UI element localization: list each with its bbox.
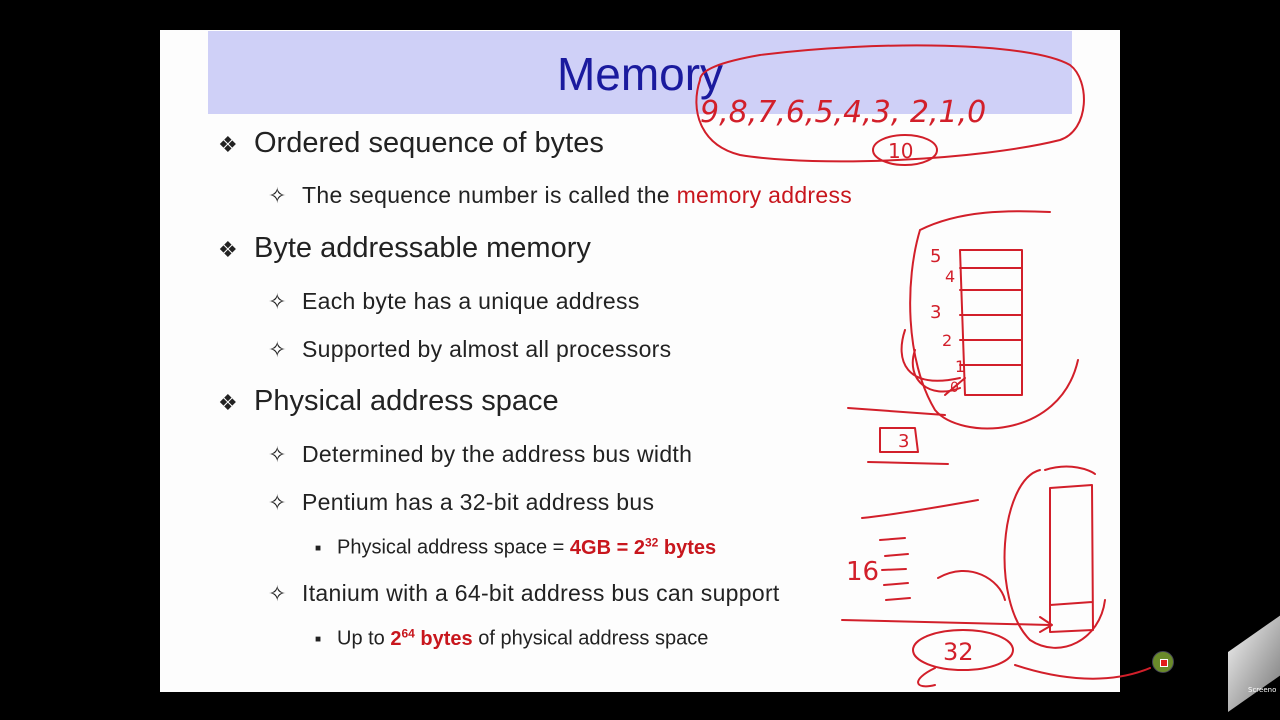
star-bullet-icon: ✧ <box>268 490 287 515</box>
square-bullet-icon: ■ <box>315 633 322 645</box>
bullet-supported: ✧Supported by almost all processors <box>268 336 672 362</box>
bullet-memory-address: ✧The sequence number is called the memor… <box>268 182 853 208</box>
slide-title: Memory <box>556 48 724 100</box>
star-bullet-icon: ✧ <box>268 183 287 208</box>
diamond-bullet-icon: ❖ <box>218 237 238 262</box>
bullet-pentium-space: ■Physical address space = 4GB = 232 byte… <box>315 535 717 559</box>
star-bullet-icon: ✧ <box>268 289 287 314</box>
bullet-bus-width: ✧Determined by the address bus width <box>268 441 693 467</box>
star-bullet-icon: ✧ <box>268 581 287 606</box>
recorder-badge-text: Screeno <box>1248 686 1277 694</box>
bullet-itanium: ✧Itanium with a 64-bit address bus can s… <box>268 580 780 606</box>
square-bullet-icon: ■ <box>315 542 322 554</box>
bullet-unique-address: ✧Each byte has a unique address <box>268 288 640 314</box>
bullet-ordered-sequence: ❖Ordered sequence of bytes <box>218 127 604 159</box>
star-bullet-icon: ✧ <box>268 337 287 362</box>
bullet-physical-address-space: ❖Physical address space <box>218 385 559 417</box>
bullet-itanium-space: ■Up to 264 bytes of physical address spa… <box>315 626 709 650</box>
slide: Memory ❖Ordered sequence of bytes ✧The s… <box>160 30 1120 692</box>
bullet-byte-addressable: ❖Byte addressable memory <box>218 232 591 264</box>
diamond-bullet-icon: ❖ <box>218 132 238 157</box>
title-band: Memory <box>208 31 1072 114</box>
recorder-badge <box>1228 609 1280 712</box>
bullet-pentium: ✧Pentium has a 32-bit address bus <box>268 489 655 515</box>
star-bullet-icon: ✧ <box>268 442 287 467</box>
pointer-cursor-icon <box>1152 651 1174 673</box>
diamond-bullet-icon: ❖ <box>218 390 238 415</box>
